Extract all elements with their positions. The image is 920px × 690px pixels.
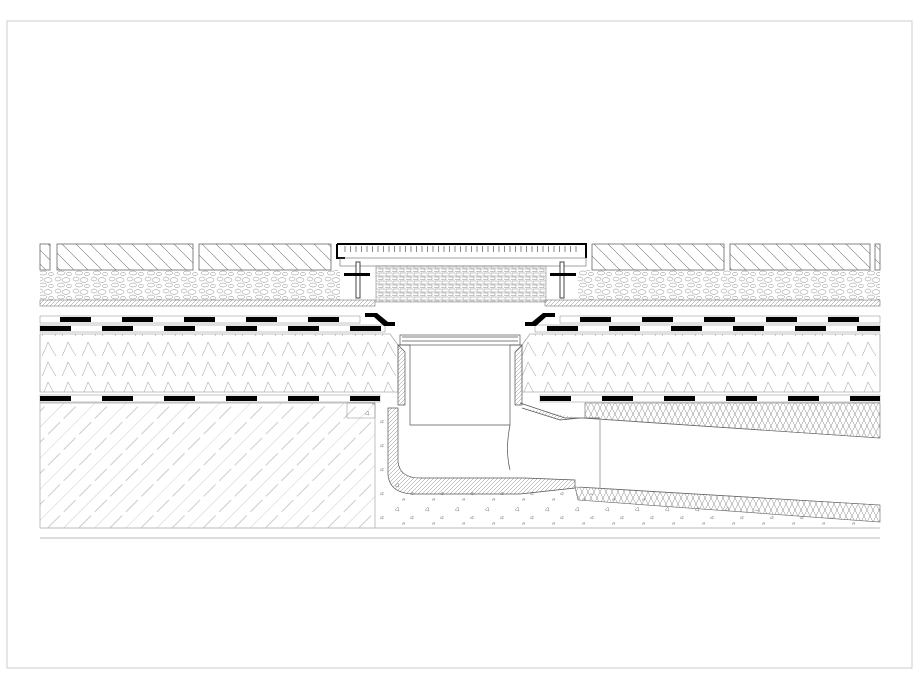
membrane-dash	[857, 326, 880, 331]
membrane-dash	[540, 396, 571, 401]
membrane-dash	[664, 396, 695, 401]
membrane-dash	[609, 326, 640, 331]
membrane-dash	[788, 396, 819, 401]
drain-pipe-insulation	[574, 402, 881, 523]
membrane-dash	[40, 396, 71, 401]
paving-slabs	[39, 243, 881, 271]
waterproof-membrane-lower	[39, 324, 881, 333]
membrane-dash	[40, 326, 71, 331]
drain-body	[387, 334, 600, 495]
membrane-dash	[602, 396, 633, 401]
membrane-outline	[534, 324, 881, 333]
membrane-outline	[39, 315, 361, 324]
membrane-dash	[580, 317, 611, 322]
membrane-dash	[350, 326, 381, 331]
vapour-barrier	[39, 394, 881, 403]
concrete-slab	[39, 402, 376, 529]
screed-fill	[375, 418, 880, 528]
membrane-dash	[102, 396, 133, 401]
base-lines	[40, 527, 880, 539]
membrane-dash	[766, 317, 797, 322]
protection-layer	[39, 299, 881, 307]
gravel-bedding	[40, 270, 880, 300]
drawing-frame	[6, 20, 913, 669]
membrane-dash	[164, 396, 195, 401]
membrane-dash	[164, 326, 195, 331]
membrane-dash	[350, 396, 380, 401]
membrane-dash	[246, 317, 277, 322]
membrane-dash	[60, 317, 91, 322]
thermal-insulation	[39, 333, 881, 393]
membrane-dash	[308, 317, 339, 322]
membrane-dash	[850, 396, 880, 401]
membrane-dash	[733, 326, 764, 331]
membrane-drain-flange	[365, 313, 555, 326]
membrane-dash	[795, 326, 826, 331]
membrane-outline	[539, 394, 881, 403]
membrane-dash	[226, 396, 257, 401]
drain-grating	[336, 243, 587, 303]
membrane-outline	[39, 324, 386, 333]
membrane-dash	[226, 326, 257, 331]
membrane-outline	[39, 394, 381, 403]
membrane-dash	[288, 396, 319, 401]
membrane-dash	[726, 396, 757, 401]
membrane-dash	[828, 317, 859, 322]
membrane-dash	[184, 317, 215, 322]
membrane-dash	[288, 326, 319, 331]
membrane-dash	[671, 326, 702, 331]
membrane-dash	[122, 317, 153, 322]
waterproof-membrane-upper	[39, 315, 881, 324]
membrane-dash	[547, 326, 578, 331]
membrane-dash	[102, 326, 133, 331]
membrane-dash	[704, 317, 735, 322]
membrane-dash	[642, 317, 673, 322]
membrane-outline	[559, 315, 881, 324]
